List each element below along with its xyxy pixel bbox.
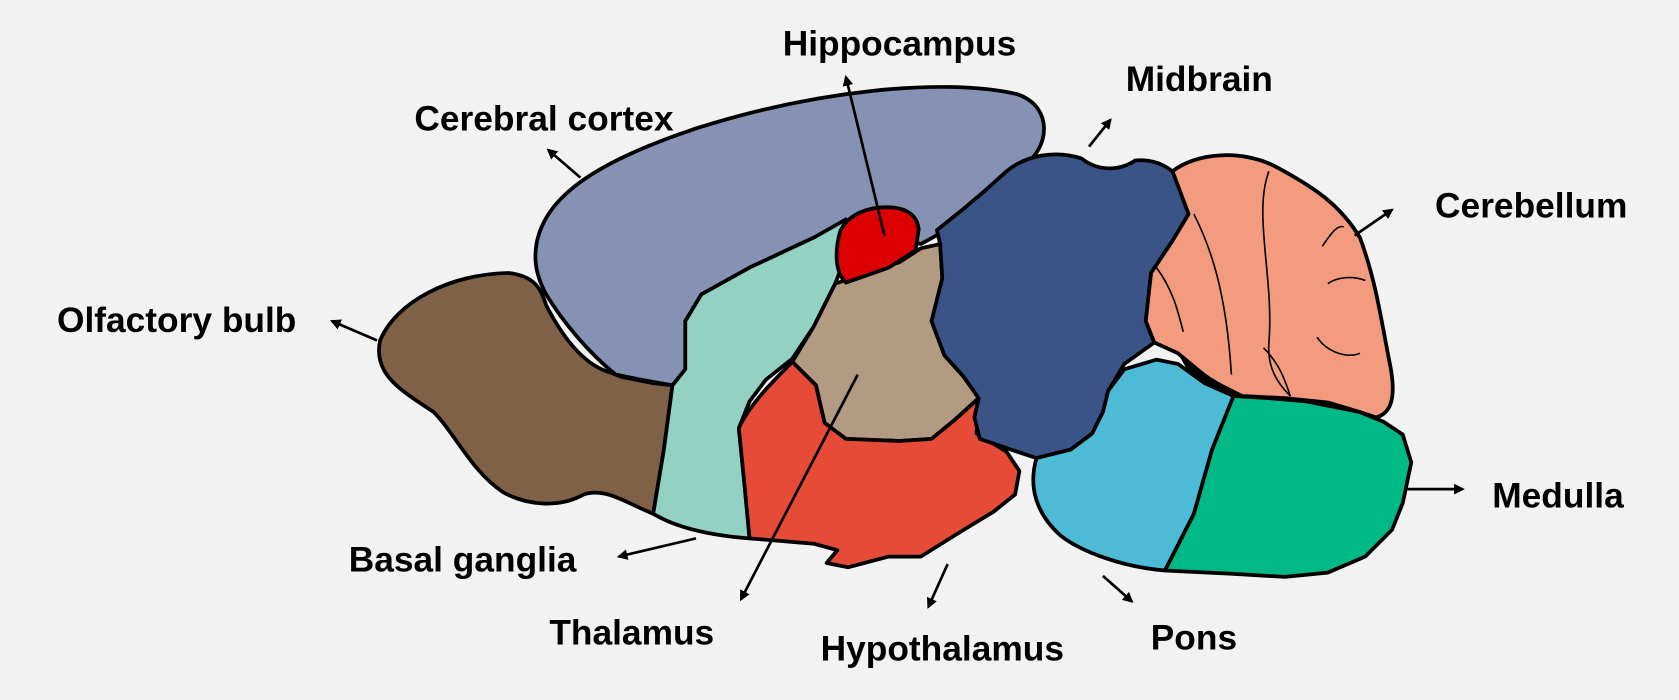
cerebellum-fold <box>1327 276 1366 285</box>
label-hypothalamus: Hypothalamus <box>821 629 1064 668</box>
label-pons: Pons <box>1151 619 1237 658</box>
label-medulla: Medulla <box>1492 476 1624 515</box>
label-olfactory-bulb: Olfactory bulb <box>57 301 296 340</box>
label-cerebral-cortex: Cerebral cortex <box>414 100 674 139</box>
region-medulla <box>1163 394 1414 579</box>
arrow-olfactory-bulb <box>329 319 378 342</box>
region-cerebral-cortex <box>533 85 1046 388</box>
cerebellum-fold <box>1193 213 1233 375</box>
label-basal-ganglia: Basal ganglia <box>349 541 577 580</box>
cerebellum-fold <box>1321 225 1345 247</box>
label-thalamus: Thalamus <box>549 613 714 652</box>
label-hippocampus: Hippocampus <box>783 25 1017 64</box>
label-cerebellum: Cerebellum <box>1435 186 1627 225</box>
region-midbrain <box>929 152 1191 460</box>
region-olfactory-bulb <box>377 271 675 516</box>
cerebellum-fold <box>1316 336 1361 357</box>
region-hypothalamus <box>736 359 1022 570</box>
cerebellum-fold <box>1261 170 1291 397</box>
arrow-cerebellum <box>1353 208 1394 237</box>
cerebellum-fold <box>1262 347 1292 397</box>
arrow-midbrain <box>1087 118 1112 148</box>
region-pons <box>1031 357 1236 573</box>
cerebellum-fold <box>1155 267 1185 332</box>
arrow-pons <box>1102 574 1134 603</box>
region-hippocampus <box>834 205 921 285</box>
label-midbrain: Midbrain <box>1126 60 1273 99</box>
arrow-thalamus <box>739 374 859 602</box>
arrow-basal-ganglia <box>616 537 697 560</box>
arrow-hypothalamus <box>927 563 949 609</box>
arrow-cerebral-cortex <box>546 148 582 179</box>
region-gap <box>1177 353 1243 399</box>
arrow-hippocampus <box>842 74 886 236</box>
